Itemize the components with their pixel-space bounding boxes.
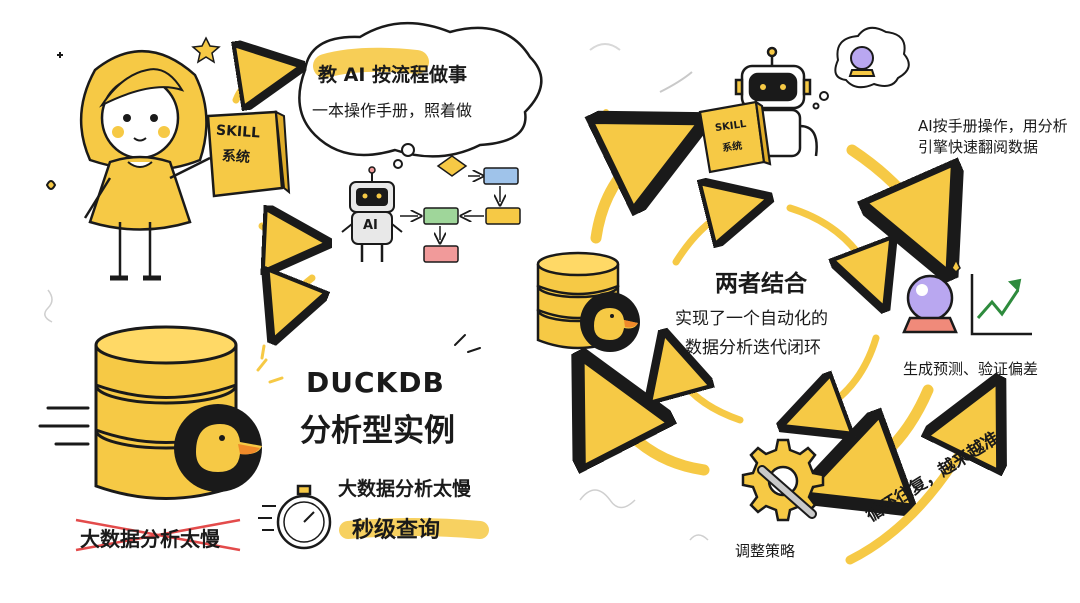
cycle-center-title: 两者结合 [715, 271, 807, 297]
speed-lines [38, 406, 90, 446]
duckdb-subtitle: 分析型实例 [300, 413, 455, 449]
trend-chart-icon [970, 274, 1032, 336]
book-icon [698, 99, 772, 174]
duck-icon [174, 404, 262, 492]
duck-icon [580, 292, 640, 352]
girl-icon [79, 49, 211, 281]
cycle-inner-arrows [670, 204, 876, 420]
thought-bubble [298, 21, 543, 169]
book-title: SKILL [215, 122, 261, 142]
bubble-title: 教 AI 按流程做事 [318, 64, 468, 86]
sparkle-icon [45, 36, 693, 190]
sparkle-icon [256, 344, 284, 384]
loop-arrow [845, 408, 985, 565]
mini-flowchart [400, 155, 521, 263]
highlight [339, 518, 489, 539]
cycle-center-line1: 实现了一个自动化的 [675, 309, 828, 329]
flow-arrow [236, 70, 312, 318]
step-predict: 生成预测、验证偏差 [903, 360, 1039, 378]
crystal-ball-icon [902, 258, 961, 334]
problem-text: 大数据分析太慢 [338, 478, 472, 500]
robot-book-subtitle: 系统 [721, 140, 743, 155]
bubble-subtitle: 一本操作手册，照着做 [312, 101, 473, 120]
gear-wrench-icon [741, 438, 825, 522]
robot-label: AI [363, 218, 378, 233]
duckdb-title: DUCKDB [306, 366, 445, 399]
crossed-out-text: 大数据分析太慢 [80, 527, 220, 551]
book-icon [206, 110, 291, 198]
crystal-ball-icon [812, 26, 910, 110]
book-subtitle: 系统 [221, 148, 251, 166]
robot-icon [341, 166, 403, 262]
database-icon [536, 251, 620, 350]
step-adjust: 调整策略 [735, 542, 796, 560]
cycle-center-line2: 数据分析迭代闭环 [685, 338, 821, 358]
cross-out [75, 518, 241, 552]
step-read-data: AI按手册操作，用分析引擎快速翻阅数据 [918, 117, 1068, 156]
stopwatch-icon [258, 484, 332, 550]
solution-text: 秒级查询 [352, 518, 441, 543]
